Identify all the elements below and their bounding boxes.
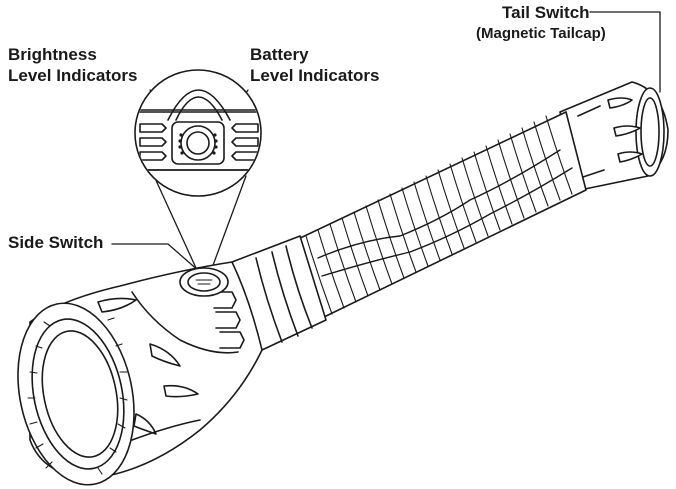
zoom-cone-left (153, 175, 197, 269)
brightness-label-line1: Brightness (8, 45, 97, 64)
body-tube (295, 111, 587, 319)
zoom-cone-right (211, 175, 247, 269)
brightness-label-line2: Level Indicators (8, 66, 138, 85)
battery-label-line1: Battery (250, 45, 309, 64)
tail-switch-label: Tail Switch (Magnetic Tailcap) (476, 2, 606, 44)
tail-cap (559, 81, 669, 191)
side-switch-label-text: Side Switch (8, 233, 104, 252)
head (17, 261, 263, 486)
grip-ribs-left (139, 123, 167, 161)
grip-ribs-right (231, 123, 259, 161)
brightness-dots (178, 133, 184, 155)
battery-dots (212, 133, 218, 155)
battery-label-line2: Level Indicators (250, 66, 380, 85)
side-switch-leader (111, 243, 201, 273)
side-switch-label: Side Switch (8, 232, 103, 253)
tail-switch-leader (589, 11, 661, 93)
battery-label: Battery Level Indicators (250, 44, 379, 86)
neck (231, 235, 327, 351)
brightness-label: Brightness Level Indicators (8, 44, 137, 86)
tail-switch-label-line2: (Magnetic Tailcap) (476, 25, 606, 42)
tail-switch-label-line1: Tail Switch (502, 3, 590, 22)
indicator-zoom-circle (134, 69, 262, 197)
